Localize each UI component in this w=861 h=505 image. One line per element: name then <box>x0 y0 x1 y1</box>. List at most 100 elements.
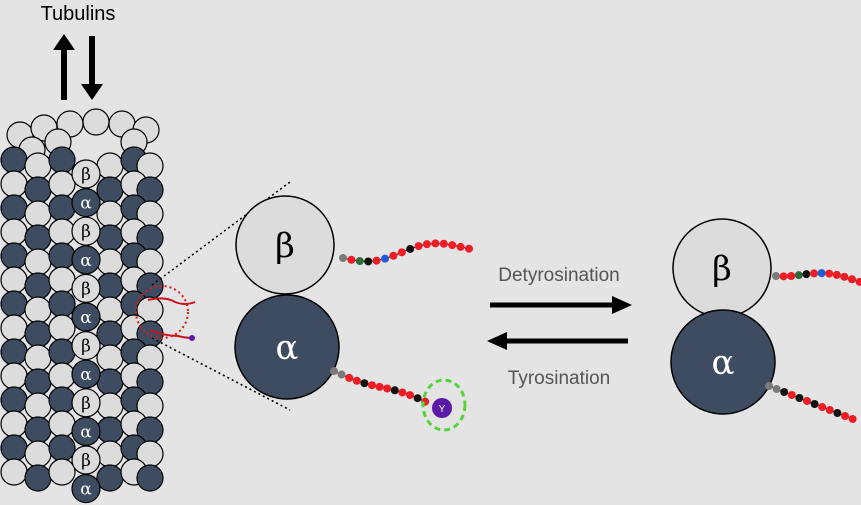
amino-acid-bead <box>465 244 473 253</box>
amino-acid-bead <box>848 275 856 284</box>
down-arrow-icon <box>81 36 103 100</box>
microtubule-lattice <box>0 108 164 492</box>
alpha-c-terminal-tail <box>330 367 430 406</box>
amino-acid-bead <box>413 394 422 403</box>
microtubule-tails <box>147 297 196 341</box>
tubulin-subunit <box>48 434 76 462</box>
tubulin-subunit <box>96 464 124 492</box>
tubulin-subunit <box>48 314 76 342</box>
beta-subunit-detyrosinated: β <box>672 218 772 318</box>
amino-acid-bead <box>383 384 392 393</box>
amino-acid-bead <box>345 373 354 382</box>
amino-acid-bead <box>448 241 457 250</box>
tubulin-subunit <box>0 194 28 222</box>
alpha-label-right: α <box>712 343 735 383</box>
beta-c-terminal-tail <box>339 239 473 266</box>
alpha-label: α <box>80 422 92 442</box>
tubulin-subunit <box>96 344 124 372</box>
tyrosine-residue: Y <box>421 378 467 432</box>
tubulin-subunit <box>96 392 124 420</box>
tubulin-subunit <box>48 146 76 174</box>
amino-acid-bead <box>817 269 826 278</box>
alpha-label: α <box>276 328 299 368</box>
alpha-subunit-detyrosinated: α <box>670 309 776 415</box>
tubulin-subunit <box>48 290 76 318</box>
amino-acid-bead <box>364 257 373 266</box>
amino-acid-bead <box>347 255 356 264</box>
amino-acid-bead <box>810 400 819 408</box>
beta-subunit <box>71 331 101 361</box>
amino-acid-bead <box>330 367 338 375</box>
tubulin-subunit <box>0 242 28 270</box>
beta-label: β <box>81 337 91 357</box>
amino-acid-bead <box>840 272 849 281</box>
amino-acid-bead <box>389 251 398 260</box>
alpha-subunit <box>71 245 101 275</box>
tubulin-subunit <box>24 200 52 228</box>
amino-acid-bead <box>339 254 347 262</box>
amino-acid-bead <box>372 256 381 265</box>
amino-acid-bead <box>825 406 834 414</box>
amino-acid-bead <box>794 271 803 280</box>
tubulin-subunit <box>0 458 28 486</box>
tyrosine-label: Y <box>439 404 446 415</box>
tubulin-subunit <box>48 194 76 222</box>
tubulin-subunit <box>0 266 28 294</box>
amino-acid-bead <box>381 254 389 263</box>
tubulin-subunit <box>96 416 124 444</box>
tubulin-subunit <box>0 146 28 174</box>
amino-acid-bead <box>772 271 780 280</box>
beta-subunit <box>71 159 101 189</box>
amino-acid-bead <box>397 248 406 257</box>
beta-label-right: β <box>712 249 732 289</box>
tubulin-subunit <box>24 344 52 372</box>
amino-acid-bead <box>355 257 364 266</box>
tubulin-subunit <box>24 392 52 420</box>
alpha-c-terminal-tail-right <box>765 382 857 423</box>
alpha-subunit-tyrosinated: α <box>234 294 340 400</box>
tubulin-subunit <box>82 108 110 136</box>
alpha-label: α <box>80 251 92 271</box>
amino-acid-bead <box>779 272 788 281</box>
beta-label: β <box>81 222 91 242</box>
tubulin-subunit <box>0 170 28 198</box>
tubulin-subunit <box>0 386 28 414</box>
amino-acid-bead <box>772 385 781 393</box>
tubulin-subunit <box>48 386 76 414</box>
tubulin-subunit <box>96 440 124 468</box>
amino-acid-bead <box>833 409 842 417</box>
tubulin-subunit <box>0 218 28 246</box>
beta-label: β <box>81 279 91 299</box>
amino-acid-bead <box>848 415 857 423</box>
beta-subunit-tyrosinated: β <box>235 195 335 295</box>
zoom-highlight-circle <box>135 285 189 339</box>
amino-acid-bead <box>431 239 440 248</box>
amino-acid-bead <box>456 242 465 251</box>
tubulin-subunit <box>96 224 124 252</box>
amino-acid-bead <box>787 271 796 280</box>
amino-acid-bead <box>855 277 861 286</box>
amino-acid-bead <box>352 376 361 385</box>
tubulin-subunit <box>0 362 28 390</box>
tyrosine-highlight-ring <box>421 378 467 432</box>
amino-acid-bead <box>802 270 811 279</box>
tubulin-subunit <box>48 458 76 486</box>
tubulin-subunit <box>0 338 28 366</box>
alpha-subunit <box>71 302 101 332</box>
alpha-label: α <box>80 480 92 500</box>
tubulin-subunit <box>48 218 76 246</box>
tubulin-subunit <box>96 176 124 204</box>
amino-acid-bead <box>337 370 346 379</box>
tubulin-subunit <box>24 152 52 180</box>
tubulin-subunit <box>24 320 52 348</box>
tubulin-subunit <box>96 296 124 324</box>
tubulin-subunit <box>96 368 124 396</box>
alpha-subunit <box>71 416 101 446</box>
tubulin-subunit <box>24 464 52 492</box>
amino-acid-bead <box>765 382 773 390</box>
tubulin-subunit <box>96 200 124 228</box>
left-arrow-icon <box>487 332 628 350</box>
tubulin-subunit <box>96 248 124 276</box>
